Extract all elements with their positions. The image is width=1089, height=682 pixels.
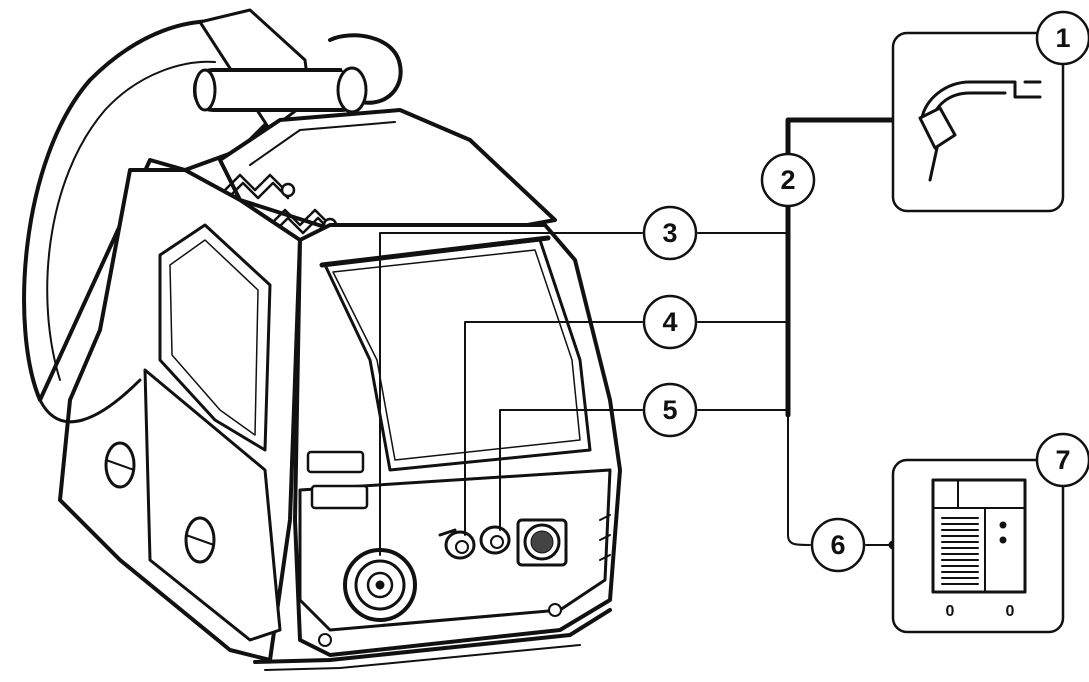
callout-4: 4: [642, 294, 698, 350]
label-plate-upper: [306, 450, 365, 474]
callout-5-label: 5: [662, 395, 677, 425]
power-source-vent: [941, 517, 979, 585]
side-knob-lower: [184, 516, 216, 564]
callout-5: 5: [642, 382, 698, 438]
welding-torch-icon: [891, 31, 1065, 213]
power-source-wheel-left: 0: [946, 603, 955, 620]
callout-6-label: 6: [830, 530, 845, 560]
control-cable-socket: [516, 518, 568, 567]
callout-6: 6: [810, 517, 866, 573]
wire-feeder-unit-icon: [22, 8, 622, 671]
coolant-connector-blue: [438, 528, 476, 560]
callout-2: 2: [760, 152, 816, 208]
callout-4-label: 4: [662, 307, 677, 337]
label-plate-lower: [310, 484, 369, 510]
connection-lines: [379, 117, 898, 556]
callout-1-label: 1: [1055, 23, 1070, 53]
callout-3: 3: [642, 205, 698, 261]
power-source-icon: [891, 458, 1065, 634]
callout-2-label: 2: [780, 165, 795, 195]
power-source-wheel-right: 0: [1006, 603, 1015, 620]
callout-3-label: 3: [662, 218, 677, 248]
callout-1: 1: [1035, 10, 1089, 66]
callout-7: 7: [1035, 432, 1089, 488]
power-source-indicator: [999, 521, 1007, 529]
torch-central-connector: [343, 548, 417, 622]
callout-7-label: 7: [1055, 445, 1070, 475]
coolant-connector-red: [479, 525, 511, 555]
power-source-indicator: [999, 536, 1007, 544]
side-knob-upper: [104, 441, 136, 489]
wire-feed-rollers: [223, 173, 338, 235]
